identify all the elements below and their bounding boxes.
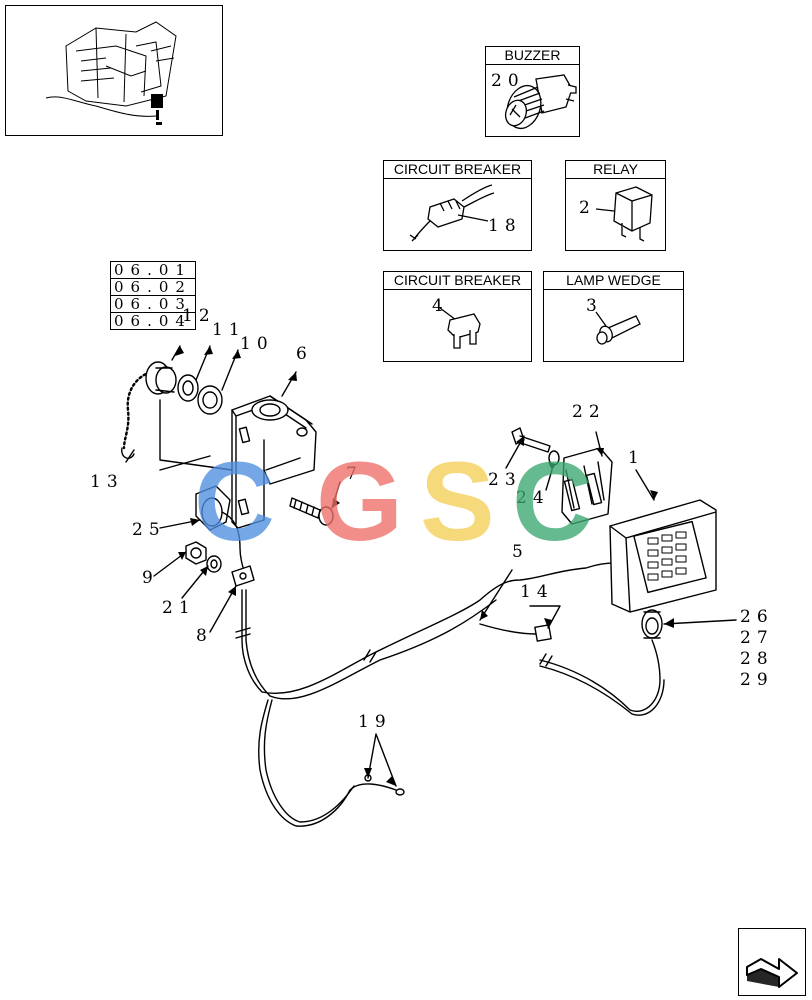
lamp-wedge-drawing <box>595 311 641 345</box>
callout-7: 7 <box>346 464 363 484</box>
overview-thumbnail <box>5 5 223 136</box>
buzzer-box-title: BUZZER <box>486 47 579 65</box>
circuit-breaker-18-title: CIRCUIT BREAKER <box>384 161 531 179</box>
callout-12: 12 <box>182 306 216 326</box>
callout-5: 5 <box>512 542 529 562</box>
callout-relay: 2 <box>579 198 596 218</box>
reference-table: 06.01 06.02 06.03 06.04 <box>110 261 196 330</box>
callout-13: 13 <box>90 472 124 492</box>
callout-circuit-breaker-4: 4 <box>432 296 449 316</box>
callout-6: 6 <box>296 344 313 364</box>
circuit-breaker-box-4: CIRCUIT BREAKER 4 <box>383 271 532 362</box>
circuit-breaker-18-drawing <box>409 184 495 242</box>
relay-box-title: RELAY <box>566 161 665 179</box>
overview-machine-drawing <box>45 21 177 125</box>
callout-9: 9 <box>142 568 159 588</box>
callout-10: 10 <box>240 334 274 354</box>
callout-27: 27 <box>740 628 774 648</box>
callout-11: 11 <box>212 320 246 340</box>
watermark-letter-s: S <box>420 439 495 564</box>
callout-22: 22 <box>572 402 606 422</box>
watermark-letter-g: G <box>316 439 404 564</box>
callout-circuit-breaker-18: 18 <box>488 216 522 236</box>
callout-buzzer: 20 <box>491 71 525 91</box>
circuit-breaker-box-18: CIRCUIT BREAKER 18 <box>383 160 532 251</box>
callout-21: 21 <box>162 598 196 618</box>
relay-part-drawing <box>595 186 653 242</box>
circuit-breaker-4-title: CIRCUIT BREAKER <box>384 272 531 290</box>
reference-row[interactable]: 06.04 <box>110 312 196 330</box>
relay-box: RELAY 2 <box>565 160 666 251</box>
callout-8: 8 <box>196 626 213 646</box>
next-page-button[interactable] <box>738 928 806 996</box>
callout-24: 24 <box>516 488 550 508</box>
return-arrow-icon <box>746 958 798 988</box>
callout-23: 23 <box>488 470 522 490</box>
callout-14: 14 <box>520 582 554 602</box>
watermark-letter-c2: C <box>512 439 593 564</box>
callout-lamp-wedge: 3 <box>586 296 603 316</box>
lamp-wedge-box-title: LAMP WEDGE <box>544 272 683 290</box>
callout-19: 19 <box>358 712 392 732</box>
callout-28: 28 <box>740 649 774 669</box>
reference-row[interactable]: 06.03 <box>110 295 196 313</box>
buzzer-box: BUZZER 20 <box>485 46 580 137</box>
lamp-wedge-box: LAMP WEDGE 3 <box>543 271 684 362</box>
callout-25: 25 <box>132 520 166 540</box>
circuit-breaker-4-drawing <box>439 307 481 349</box>
callout-29: 29 <box>740 670 774 690</box>
callout-1: 1 <box>628 448 645 468</box>
callout-26: 26 <box>740 607 774 627</box>
buzzer-part-drawing <box>504 74 577 130</box>
watermark-letter-c1: C <box>194 439 275 564</box>
